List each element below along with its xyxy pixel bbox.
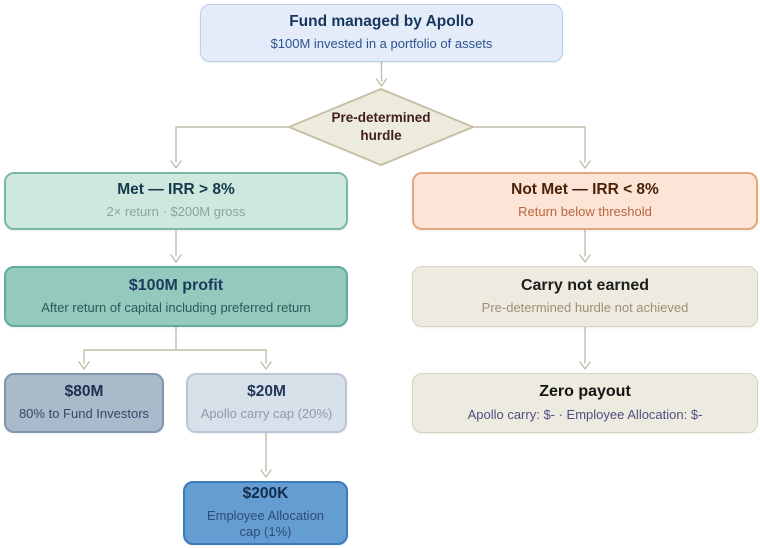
fund-node: Fund managed by Apollo $100M invested in… (200, 4, 563, 62)
apollo-carry-cap-title: $20M (247, 383, 286, 401)
arrowhead-hurdle (375, 78, 388, 87)
hurdle-label-line2: hurdle (360, 128, 402, 143)
carry-not-earned-title: Carry not earned (520, 276, 650, 294)
hurdle-not-met-subtitle: Return below threshold (518, 204, 652, 220)
carry-not-earned-node: Carry not earned Pre-determined hurdle n… (412, 266, 758, 327)
diamond-shape (287, 88, 475, 166)
employee-allocation-subtitle: Employee Allocation cap (1%) (206, 508, 325, 540)
hurdle-decision-node: Pre-determined hurdle (287, 88, 475, 166)
connector-hurdle-to-met (175, 126, 288, 163)
employee-allocation-node: $200K Employee Allocation cap (1%) (183, 481, 348, 545)
hurdle-met-node: Met — IRR > 8% 2× return · $200M gross (4, 172, 348, 230)
fund-investors-subtitle: 80% to Fund Investors (18, 406, 150, 422)
arrowhead-80m (78, 361, 90, 370)
arrowhead-200k (260, 469, 272, 478)
arrowhead-20m (260, 361, 272, 370)
arrowhead-notmet (579, 160, 591, 169)
hurdle-label: Pre-determined hurdle (287, 88, 475, 166)
fund-subtitle: $100M invested in a portfolio of assets (270, 36, 493, 52)
zero-payout-subtitle: Apollo carry: $- · Employee Allocation: … (467, 406, 703, 422)
apollo-carry-cap-node: $20M Apollo carry cap (20%) (186, 373, 347, 433)
hurdle-met-subtitle: 2× return · $200M gross (106, 204, 246, 220)
fund-investors-node: $80M 80% to Fund Investors (4, 373, 164, 433)
apollo-carry-cap-subtitle: Apollo carry cap (20%) (200, 406, 333, 422)
fund-title: Fund managed by Apollo (289, 13, 474, 31)
arrowhead-zero (579, 361, 591, 370)
fund-investors-title: $80M (64, 383, 104, 401)
hurdle-not-met-node: Not Met — IRR < 8% Return below threshol… (412, 172, 758, 230)
zero-payout-node: Zero payout Apollo carry: $- · Employee … (412, 373, 758, 433)
carry-not-earned-subtitle: Pre-determined hurdle not achieved (481, 300, 689, 316)
arrowhead-profit (170, 254, 182, 263)
profit-node: $100M profit After return of capital inc… (4, 266, 348, 327)
arrowhead-met (170, 160, 182, 169)
connector-hurdle-to-notmet (474, 126, 586, 163)
zero-payout-title: Zero payout (539, 383, 631, 401)
profit-title: $100M profit (128, 276, 224, 294)
arrowhead-carry (579, 254, 591, 263)
hurdle-not-met-title: Not Met — IRR < 8% (511, 181, 659, 199)
connector-profit-split (83, 326, 267, 364)
hurdle-met-title: Met — IRR > 8% (117, 181, 235, 199)
profit-subtitle: After return of capital including prefer… (41, 300, 311, 316)
employee-allocation-title: $200K (242, 485, 289, 503)
hurdle-label-line1: Pre-determined (331, 110, 431, 126)
